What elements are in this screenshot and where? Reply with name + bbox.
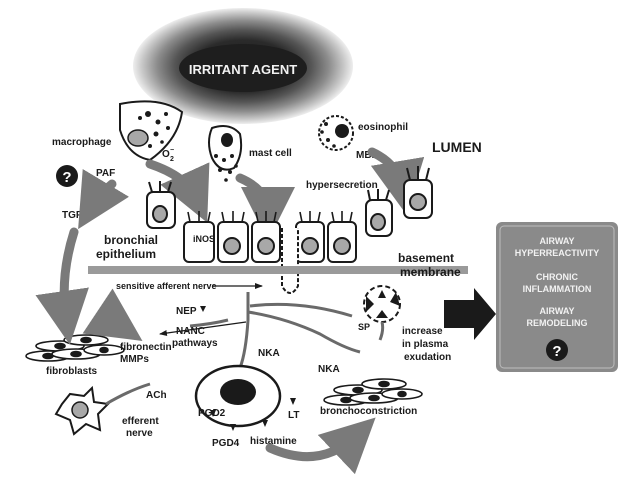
irritant-agent-label: IRRITANT AGENT (189, 62, 297, 77)
paf-label: PAF (96, 168, 115, 179)
outcome-arrow (444, 288, 496, 340)
pgd2-label: PGD2 (198, 408, 226, 419)
svg-text:O: O (162, 149, 170, 160)
sensitive-nerve-label: sensitive afferent nerve (116, 281, 217, 291)
nerve-label: nerve (126, 428, 153, 439)
pgd4-label: PGD4 (212, 438, 240, 449)
submucosal-gland (281, 228, 299, 294)
hypersecretion-label: hypersecretion (306, 180, 378, 191)
increase-label: increase (402, 326, 443, 337)
mast-cell-label: mast cell (249, 148, 292, 159)
outcome-remodel-line2: REMODELING (526, 318, 587, 328)
mbp-label: MBP (356, 150, 379, 161)
bronchoconstriction-label: bronchoconstriction (320, 406, 417, 417)
membrane-label: membrane (400, 265, 461, 279)
lt-label: LT (288, 410, 299, 421)
svg-text:−: − (170, 147, 174, 154)
fibroblast-cluster (25, 334, 125, 362)
outcome-hyper-line2: HYPERREACTIVITY (515, 248, 600, 258)
smooth-muscle-cluster (323, 378, 423, 406)
lumen-label: LUMEN (432, 139, 482, 155)
nep-label: NEP (176, 306, 197, 317)
eosinophil-label: eosinophil (358, 122, 408, 133)
fibroblasts-label: fibroblasts (46, 366, 98, 377)
macrophage-cell (119, 100, 184, 162)
shed-epithelial-cells (146, 166, 433, 237)
mmps-label: MMPs (120, 354, 149, 365)
svg-text:?: ? (552, 343, 561, 360)
outcome-remodel-line1: AIRWAY (539, 306, 574, 316)
blood-vessel (363, 285, 401, 341)
bronchial-epithelium-cells (183, 211, 357, 263)
nka-label-2: NKA (318, 364, 340, 375)
macrophage-label: macrophage (52, 137, 112, 148)
fibronectin-label: fibronectin (120, 342, 172, 353)
epithelium-label: epithelium (96, 247, 156, 261)
basement-membrane (88, 266, 468, 274)
basement-label: basement (398, 251, 454, 265)
unknown-mediator-icon: ? (56, 165, 78, 187)
bronchial-label: bronchial (104, 233, 158, 247)
mast-cell (208, 125, 243, 182)
exudation-label: exudation (404, 352, 451, 363)
remodeling-flow-arrows (35, 227, 143, 345)
nanc-label: NANC (176, 326, 205, 337)
superoxide-label: O 2 − (162, 147, 174, 163)
efferent-label: efferent (122, 416, 159, 427)
efferent-neuron (54, 382, 151, 436)
outcome-chronic-line1: CHRONIC (536, 272, 578, 282)
in-plasma-label: in plasma (402, 339, 449, 350)
inos-label: iNOS (193, 234, 215, 244)
svg-text:2: 2 (170, 156, 174, 163)
ach-label: ACh (146, 390, 167, 401)
nerve-branches (189, 292, 361, 369)
sp-label: SP (358, 322, 370, 332)
bronchoconstriction-arrow (265, 417, 376, 475)
outcomes-box: AIRWAY HYPERREACTIVITY CHRONIC INFLAMMAT… (496, 222, 618, 372)
nka-label-1: NKA (258, 348, 280, 359)
mediator-flow-arrows (78, 147, 425, 241)
histamine-label: histamine (250, 436, 297, 447)
irritant-agent: IRRITANT AGENT (133, 8, 353, 124)
outcome-question-icon (546, 339, 568, 361)
nanc-pathways-label: pathways (172, 338, 218, 349)
degranulating-mast-cell (194, 364, 296, 431)
svg-text:?: ? (62, 169, 71, 186)
outcome-hyper-line1: AIRWAY (539, 236, 574, 246)
outcome-chronic-line2: INFLAMMATION (523, 284, 592, 294)
tgf-beta-label: TGF-β (62, 210, 91, 221)
eosinophil-cell (318, 115, 354, 151)
